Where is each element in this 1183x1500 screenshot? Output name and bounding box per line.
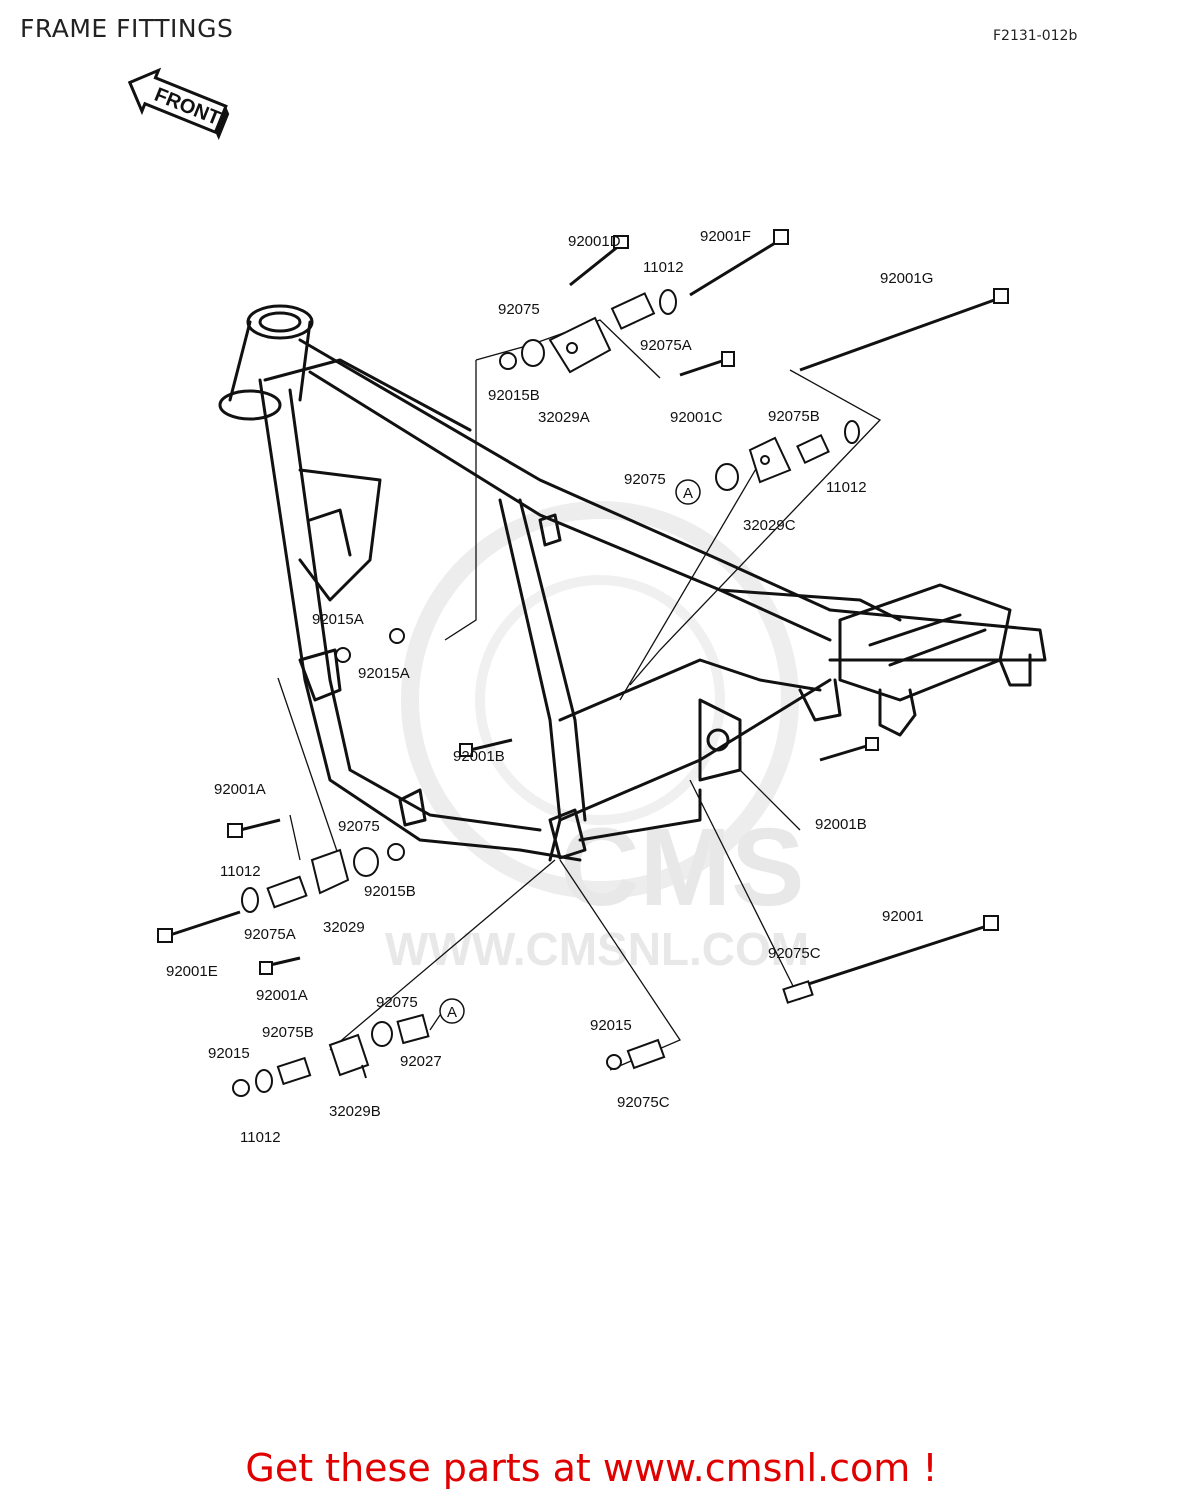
bolt-92001F-icon	[689, 229, 789, 297]
bracket-32029A-icon	[548, 316, 612, 374]
part-callout-92001: 92001	[882, 908, 924, 925]
collar-92075A-icon	[610, 292, 656, 330]
page-title: FRAME FITTINGS	[20, 14, 234, 43]
bolt-92001G-icon	[799, 288, 1009, 372]
collar-92075B-bottom-icon	[276, 1056, 312, 1086]
motorcycle-frame	[218, 304, 1047, 862]
part-callout-92075: 92075	[376, 994, 418, 1011]
exploded-parts-diagram: CMS WWW.CMSNL.COM FRONT	[127, 67, 1047, 1146]
hardware-parts	[157, 229, 1009, 1097]
watermark-url: WWW.CMSNL.COM	[385, 923, 809, 975]
collar-92075A-lower-icon	[266, 875, 308, 909]
nut-92015-right-icon	[606, 1054, 622, 1070]
ref-marker-label: A	[447, 1004, 457, 1021]
part-callout-11012: 11012	[643, 259, 684, 276]
part-callout-92001a: 92001A	[256, 987, 308, 1004]
bolt-92001B-left-icon	[459, 738, 513, 757]
part-callout-92027: 92027	[400, 1053, 442, 1070]
bracket-32029B-icon	[328, 1033, 370, 1079]
washer-11012-bottom-icon	[255, 1069, 273, 1093]
part-callout-92001c: 92001C	[670, 409, 723, 426]
bolt-92001D-icon	[569, 235, 629, 287]
bushing-92075-bottom-icon	[371, 1021, 393, 1047]
footer-promo-text: Get these parts at www.cmsnl.com !	[245, 1446, 938, 1490]
part-callout-92001d: 92001D	[568, 233, 621, 250]
bolt-92001A-upper-icon	[227, 818, 281, 838]
part-callout-32029: 32029	[323, 919, 365, 936]
part-callout-32029b: 32029B	[329, 1103, 381, 1120]
washer-11012-lower-icon	[241, 887, 259, 913]
bolt-92001B-right-icon	[819, 737, 879, 762]
nut-92015-bottom-icon	[232, 1079, 250, 1097]
watermark-logo: CMS	[560, 806, 804, 929]
part-callout-92015: 92015	[208, 1045, 250, 1062]
collar-92075C-icon	[626, 1038, 666, 1070]
part-callout-92015a: 92015A	[358, 665, 410, 682]
leader-lines	[277, 319, 882, 1071]
watermark: CMS WWW.CMSNL.COM	[385, 501, 809, 975]
part-callout-92075: 92075	[338, 818, 380, 835]
figure-reference-code: F2131-012b	[993, 28, 1078, 44]
part-callout-92015: 92015	[590, 1017, 632, 1034]
part-callout-92075: 92075	[624, 471, 666, 488]
ref-marker-a1: A	[675, 479, 701, 505]
ref-marker-label: A	[683, 485, 693, 502]
part-callout-92001f: 92001F	[700, 228, 751, 245]
bolt-92001-icon	[782, 915, 999, 1004]
part-callout-92075c: 92075C	[768, 945, 821, 962]
part-callout-92001e: 92001E	[166, 963, 218, 980]
part-callout-32029c: 32029C	[743, 517, 796, 534]
part-callout-32029a: 32029A	[538, 409, 590, 426]
part-callout-92075a: 92075A	[640, 337, 692, 354]
bushing-92075-lower-icon	[353, 847, 379, 877]
washer-11012-icon	[659, 289, 677, 315]
part-callout-92015b: 92015B	[364, 883, 416, 900]
bracket-32029-icon	[310, 848, 350, 895]
part-callout-92015a: 92015A	[312, 611, 364, 628]
ref-marker-a2: A	[439, 998, 465, 1024]
nut-92015A-icon	[335, 628, 405, 663]
part-callout-92001b: 92001B	[815, 816, 867, 833]
part-callout-92075a: 92075A	[244, 926, 296, 943]
part-callout-92075b: 92075B	[768, 408, 820, 425]
part-callout-92075b: 92075B	[262, 1024, 314, 1041]
bushing-92075-icon	[521, 339, 545, 367]
part-callout-11012: 11012	[220, 863, 261, 880]
part-callout-92001g: 92001G	[880, 270, 933, 287]
part-callout-11012: 11012	[826, 479, 867, 496]
bolt-92001A-lower-icon	[259, 956, 301, 975]
bushing-92075-right-icon	[715, 463, 739, 491]
part-callout-92015b: 92015B	[488, 387, 540, 404]
part-callout-92001a: 92001A	[214, 781, 266, 798]
part-callout-92075c: 92075C	[617, 1094, 670, 1111]
nut-92015B-lower-icon	[387, 843, 405, 861]
bracket-32029C-icon	[748, 436, 792, 484]
part-callout-11012: 11012	[240, 1129, 281, 1146]
part-callout-92075: 92075	[498, 301, 540, 318]
part-callout-92001b: 92001B	[453, 748, 505, 765]
collar-92027-icon	[396, 1013, 430, 1045]
washer-11012-right-icon	[844, 420, 860, 444]
bolt-92001C-icon	[679, 351, 735, 377]
nut-92015B-icon	[499, 352, 517, 370]
bolt-92001E-icon	[157, 910, 241, 943]
collar-92075B-icon	[796, 434, 830, 464]
front-arrow-icon: FRONT	[127, 67, 230, 141]
